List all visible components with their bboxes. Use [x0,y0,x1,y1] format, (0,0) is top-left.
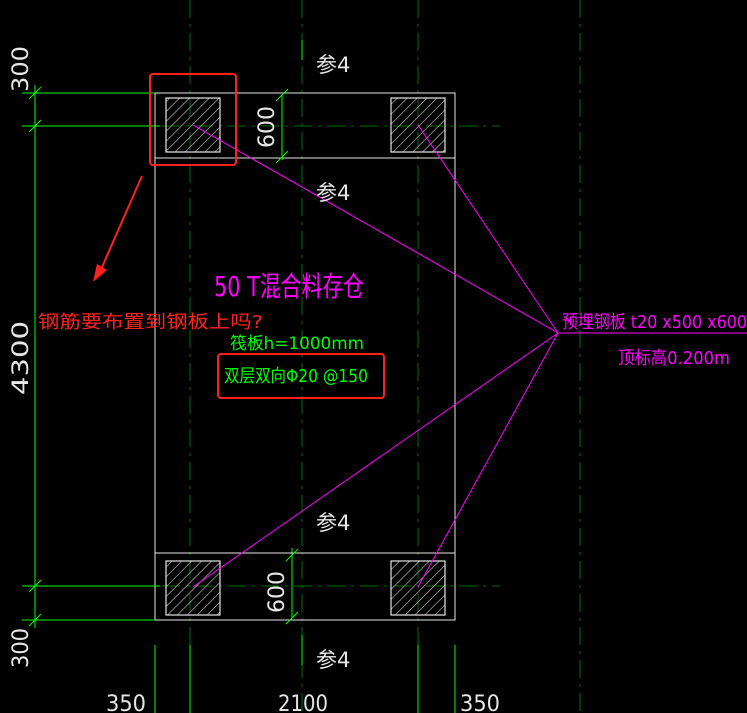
slab-outline [154,92,456,621]
reference-labels: 参4 参4 参4 参4 [316,53,350,672]
plate-spec-label: 预埋钢板 t20 x500 x600 [562,312,747,333]
plate-elevation-label: 顶标高0.200m [618,348,730,369]
plate-dimension-600 [275,88,299,625]
can4-label-2: 参4 [316,181,350,205]
dim-300-top: 300 [9,46,34,92]
question-arrow-line [98,175,143,275]
dim-600-top: 600 [255,106,280,148]
highlight-rebar-box [217,353,385,399]
background-grid [30,0,581,713]
silo-title: 50 T混合料存仓 [214,270,364,303]
question-arrow-head [93,264,107,282]
dim-350-right: 350 [460,692,500,713]
dim-350-left: 350 [106,692,146,713]
dim-300-bottom: 300 [9,628,34,668]
can4-label-4: 参4 [316,648,350,672]
dim-4300: 4300 [9,321,34,395]
leader-lines [192,124,747,588]
dim-2100: 2100 [278,692,328,713]
rebar-label: 双层双向Φ20 @150 [224,366,368,387]
can4-label-1: 参4 [316,53,350,77]
axis-lines [154,40,456,713]
dimension-texts: 300 4300 300 600 600 350 2100 350 [9,46,500,713]
can4-label-3: 参4 [316,511,350,535]
plate-bottom-right [390,560,446,616]
raft-thickness-label: 筏板h=1000mm [230,334,364,354]
left-dimension [22,85,160,628]
dim-600-bottom: 600 [265,571,290,613]
embedded-plates [165,97,446,616]
question-note: 钢筋要布置到钢板上吗? [38,312,263,333]
annotation-marks [93,73,385,399]
plate-bottom-left [165,560,221,616]
highlight-plate-box [149,73,237,166]
